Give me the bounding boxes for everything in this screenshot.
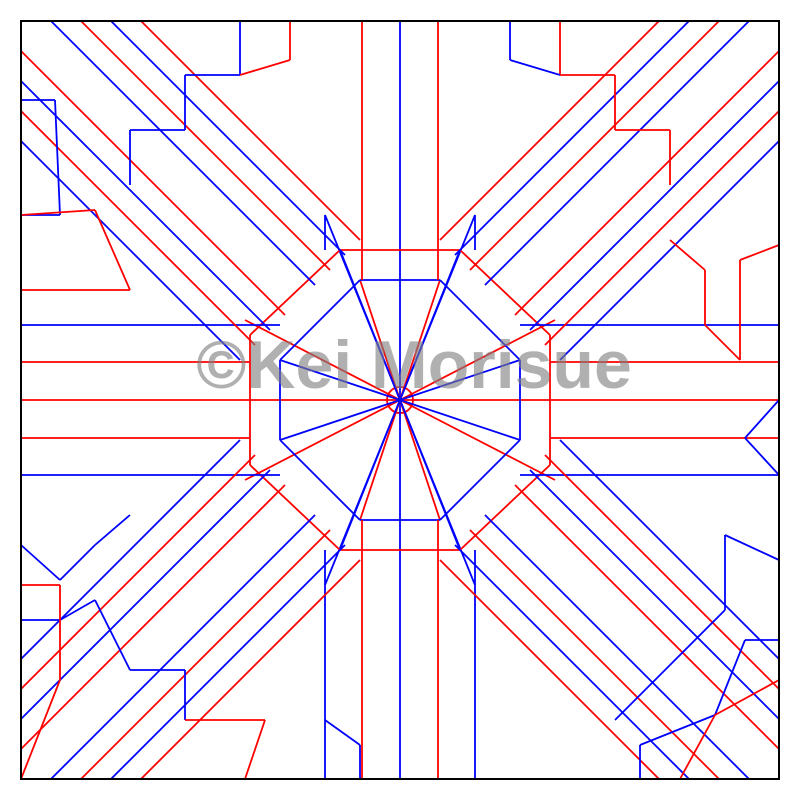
mountain-fold-line xyxy=(359,279,401,401)
valley-fold-line xyxy=(50,20,316,286)
mountain-fold-line xyxy=(739,244,780,261)
mountain-fold-line xyxy=(399,319,556,401)
valley-fold-line xyxy=(279,399,401,441)
mountain-fold-line xyxy=(704,324,741,361)
valley-fold-line xyxy=(20,469,271,720)
mountain-fold-line xyxy=(244,719,266,780)
mountain-fold-line xyxy=(140,559,361,780)
mountain-fold-line xyxy=(80,20,331,271)
valley-fold-line xyxy=(279,439,361,521)
valley-fold-line xyxy=(20,80,271,331)
mountain-fold-line xyxy=(94,209,131,291)
valley-fold-line xyxy=(744,437,780,476)
valley-fold-line xyxy=(94,599,131,671)
mountain-fold-line xyxy=(399,399,556,481)
valley-fold-line xyxy=(614,664,671,721)
valley-fold-line xyxy=(279,279,361,361)
valley-fold-line xyxy=(20,439,241,660)
valley-fold-line xyxy=(324,719,361,746)
mountain-fold-line xyxy=(679,714,716,780)
crease-lines xyxy=(20,20,780,780)
mountain-fold-line xyxy=(20,679,61,780)
mountain-fold-line xyxy=(244,399,401,481)
mountain-fold-line xyxy=(544,110,780,346)
valley-fold-line xyxy=(399,399,521,441)
valley-fold-line xyxy=(529,80,780,331)
valley-fold-line xyxy=(110,544,346,780)
valley-fold-line xyxy=(484,20,750,286)
mountain-fold-line xyxy=(469,20,720,271)
valley-fold-line xyxy=(724,534,780,561)
valley-fold-line xyxy=(454,20,690,256)
valley-fold-line xyxy=(559,439,780,660)
mountain-fold-line xyxy=(20,209,96,216)
valley-fold-line xyxy=(484,514,750,780)
mountain-fold-line xyxy=(20,50,286,316)
valley-fold-line xyxy=(529,469,780,720)
valley-fold-line xyxy=(559,140,780,361)
valley-fold-line xyxy=(669,609,726,666)
valley-fold-line xyxy=(439,279,521,361)
mountain-fold-line xyxy=(80,529,331,780)
valley-fold-line xyxy=(20,544,61,581)
valley-fold-line xyxy=(94,514,131,546)
valley-fold-line xyxy=(339,399,401,551)
mountain-fold-line xyxy=(514,484,780,750)
valley-fold-line xyxy=(399,249,461,401)
valley-fold-line xyxy=(399,399,461,551)
mountain-fold-line xyxy=(359,399,401,521)
mountain-fold-line xyxy=(439,559,660,780)
valley-fold-line xyxy=(399,359,521,401)
valley-fold-line xyxy=(509,59,561,76)
valley-fold-line xyxy=(59,544,96,581)
paper-square-border xyxy=(20,20,780,780)
valley-fold-line xyxy=(454,544,690,780)
valley-fold-line xyxy=(50,514,316,780)
valley-fold-line xyxy=(714,639,746,716)
mountain-fold-line xyxy=(239,59,291,76)
mountain-fold-line xyxy=(714,679,780,716)
valley-fold-line xyxy=(54,99,61,216)
valley-fold-line xyxy=(744,399,780,439)
valley-fold-line xyxy=(59,599,96,621)
valley-fold-line xyxy=(639,714,716,746)
mountain-fold-line xyxy=(20,110,256,346)
mountain-fold-line xyxy=(140,20,361,241)
mountain-fold-line xyxy=(514,50,780,316)
valley-fold-line xyxy=(279,359,401,401)
mountain-fold-line xyxy=(399,399,441,521)
mountain-fold-line xyxy=(20,484,286,750)
valley-fold-line xyxy=(439,439,521,521)
mountain-fold-line xyxy=(544,454,780,690)
mountain-fold-line xyxy=(669,239,706,271)
mountain-fold-line xyxy=(399,279,441,401)
mountain-fold-line xyxy=(469,529,720,780)
mountain-fold-line xyxy=(20,454,256,690)
mountain-fold-line xyxy=(244,319,401,401)
valley-fold-line xyxy=(339,249,401,401)
mountain-fold-line xyxy=(439,20,660,241)
valley-fold-line xyxy=(110,20,346,256)
